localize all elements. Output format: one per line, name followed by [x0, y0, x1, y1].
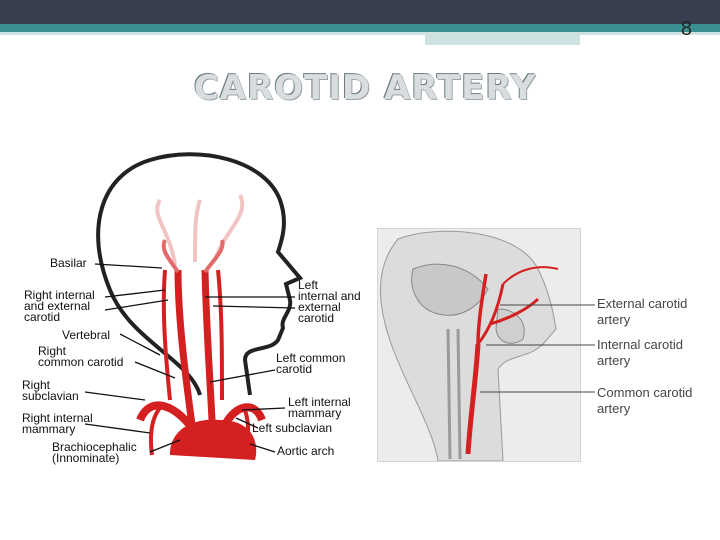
label-left-internal-external-carotid: Left internal and external carotid [298, 278, 361, 325]
label-right-subclavian: Right subclavian [22, 378, 79, 403]
label-left-internal-mammary: Left internal mammary [288, 395, 351, 420]
left-common-carotid [201, 269, 216, 421]
slide-title: CAROTID ARTERY [193, 68, 537, 108]
left-mammary [243, 409, 251, 456]
right-vertebral [161, 269, 172, 401]
slide-number: 8 [680, 18, 692, 40]
label-right-internal-external-carotid: Right internal and external carotid [24, 288, 95, 324]
label-right-common-carotid: Right common carotid [38, 344, 124, 369]
accent-stripe [0, 24, 720, 32]
label-vertebral: Vertebral [62, 328, 111, 342]
header-bar [0, 0, 720, 24]
label-basilar: Basilar [50, 256, 87, 270]
left-subclavian [221, 403, 266, 428]
label-internal-carotid-artery: Internal carotid artery [597, 337, 683, 368]
accent-block [425, 35, 580, 45]
internal-carotid-vessel [476, 273, 488, 345]
label-external-carotid-artery: External carotid artery [597, 296, 688, 327]
right-subclavian [136, 401, 196, 431]
neck-anatomy-drawing [380, 230, 559, 461]
label-left-subclavian: Left subclavian [252, 421, 333, 435]
common-carotid-vessel [465, 343, 481, 455]
label-right-internal-mammary: Right internal mammary [22, 411, 93, 436]
label-aortic-arch: Aortic arch [277, 444, 335, 458]
label-left-common-carotid: Left common carotid [276, 351, 346, 376]
accent-stripe-light [0, 32, 720, 35]
label-common-carotid-artery: Common carotid artery [597, 385, 693, 416]
label-brachiocephalic: Brachiocephalic (Innominate) [52, 440, 137, 465]
right-common-carotid [174, 269, 196, 426]
left-vertebral [216, 269, 224, 401]
external-carotid-vessel [476, 283, 540, 345]
aortic-arch [170, 419, 257, 460]
